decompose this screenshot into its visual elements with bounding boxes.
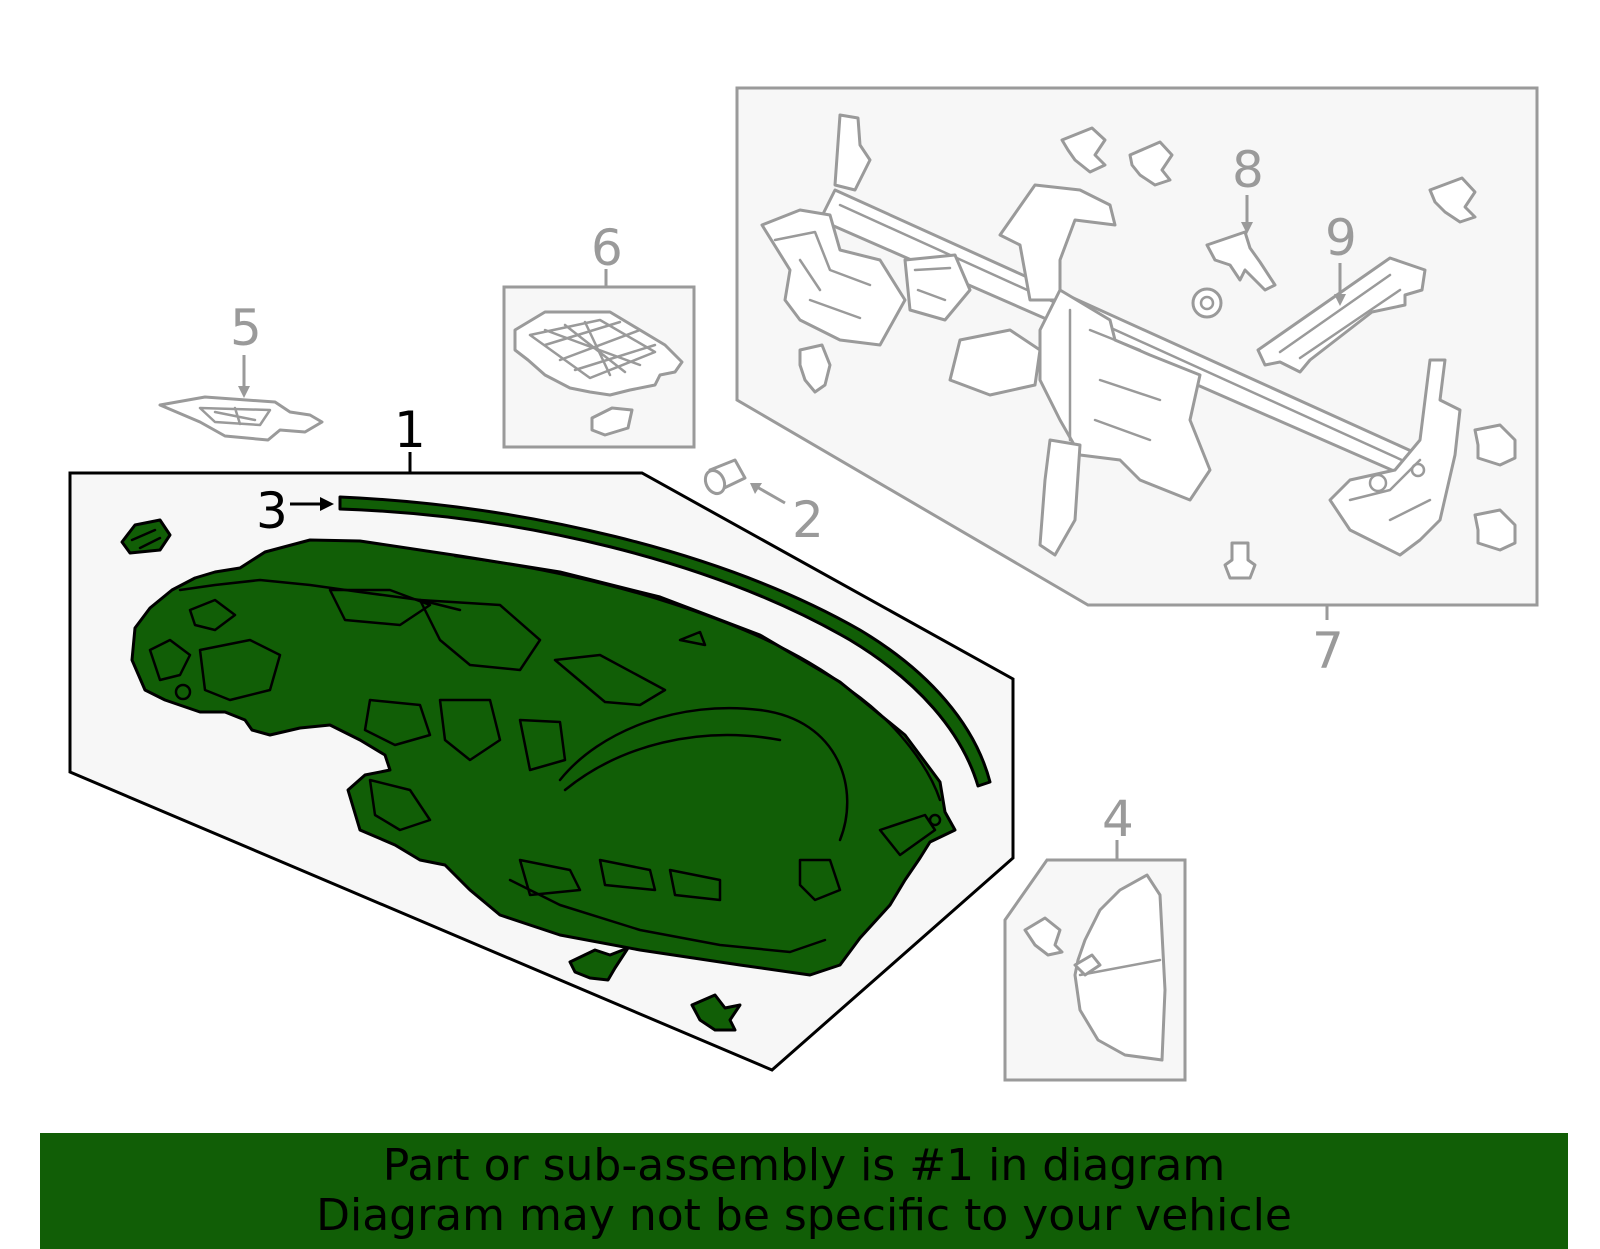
info-banner: Part or sub-assembly is #1 in diagram Di… — [40, 1133, 1568, 1249]
part-3[interactable]: 3 — [256, 482, 992, 788]
part-1-group[interactable]: 1 3 — [68, 401, 1015, 1072]
callout-9[interactable]: 9 — [1325, 209, 1357, 267]
green-clips — [120, 518, 742, 1032]
callout-3[interactable]: 3 — [256, 482, 288, 540]
seal-strip — [338, 495, 992, 788]
callout-8[interactable]: 8 — [1232, 141, 1264, 199]
part-4-group[interactable]: 4 — [1003, 790, 1187, 1082]
part-8[interactable]: 8 — [1205, 141, 1277, 292]
cross-beam-drawing — [760, 113, 1462, 557]
banner-line-2: Diagram may not be specific to your vehi… — [316, 1190, 1292, 1241]
callout-5[interactable]: 5 — [230, 299, 262, 357]
part-9[interactable]: 9 — [1256, 209, 1427, 374]
part-5[interactable]: 5 — [158, 299, 324, 442]
part-2[interactable]: 2 — [702, 458, 824, 549]
callout-1[interactable]: 1 — [394, 401, 426, 459]
callout-2[interactable]: 2 — [792, 491, 824, 549]
part-7-group[interactable]: 7 — [735, 86, 1539, 680]
callout-7[interactable]: 7 — [1312, 622, 1344, 680]
banner-line-1: Part or sub-assembly is #1 in diagram — [382, 1140, 1226, 1191]
callout-4[interactable]: 4 — [1102, 790, 1134, 848]
part-6-group[interactable]: 6 — [502, 219, 696, 449]
instrument-panel-drawing — [130, 538, 957, 977]
clip-drawings — [798, 126, 1517, 580]
callout-6[interactable]: 6 — [591, 219, 623, 277]
